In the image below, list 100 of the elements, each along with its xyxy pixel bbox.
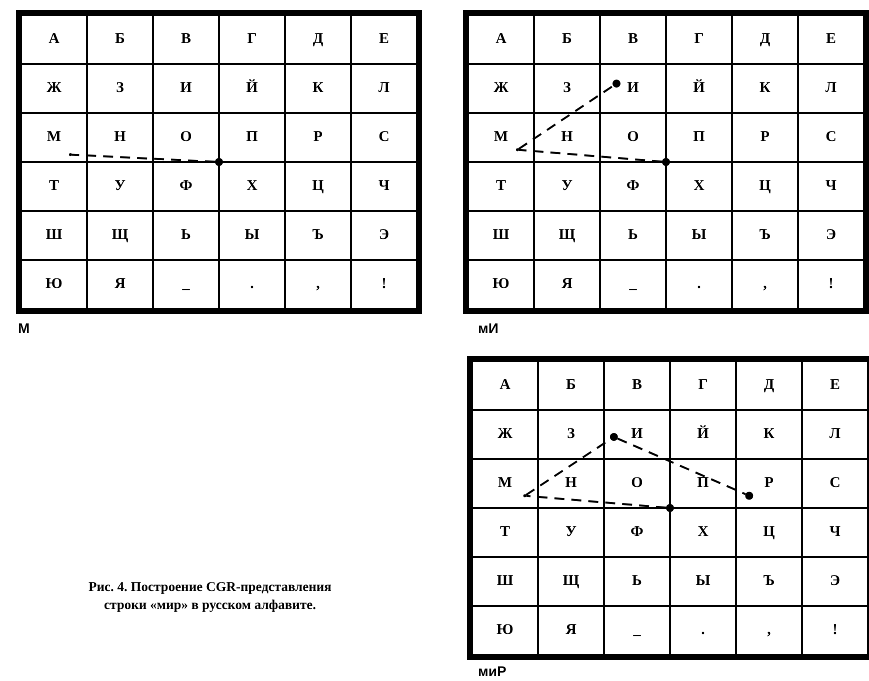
dashed-line bbox=[617, 438, 746, 496]
letter-cell: Т bbox=[472, 508, 538, 557]
letter-cell: Н bbox=[534, 113, 600, 162]
letter-cell: М bbox=[21, 113, 87, 162]
path-point bbox=[666, 504, 674, 512]
letter-cell: А bbox=[472, 361, 538, 410]
letter-cell: Ь bbox=[153, 211, 219, 260]
letter-cell: П bbox=[219, 113, 285, 162]
letter-cell: ! bbox=[351, 260, 417, 309]
letter-cell: Н bbox=[538, 459, 604, 508]
letter-cell: _ bbox=[153, 260, 219, 309]
letter-cell: У bbox=[87, 162, 153, 211]
letter-cell: Х bbox=[670, 508, 736, 557]
letter-cell: Ю bbox=[468, 260, 534, 309]
dashed-line bbox=[518, 148, 662, 163]
path-point bbox=[662, 158, 670, 166]
letter-cell: Д bbox=[285, 15, 351, 64]
letter-cell: У bbox=[538, 508, 604, 557]
letter-cell: . bbox=[670, 606, 736, 655]
letter-cell: К bbox=[732, 64, 798, 113]
letter-cell: Е bbox=[798, 15, 864, 64]
letter-cell: К bbox=[736, 410, 802, 459]
dashed-line bbox=[526, 494, 666, 509]
letter-cell: Р bbox=[732, 113, 798, 162]
figure-caption: Рис. 4. Построение CGR-представления строки «мир» в русском алфавите. bbox=[88, 578, 332, 614]
sequence-label: мИ bbox=[478, 320, 498, 336]
letter-cell: С bbox=[798, 113, 864, 162]
letter-cell: Х bbox=[666, 162, 732, 211]
letter-cell: Ъ bbox=[732, 211, 798, 260]
letter-cell: П bbox=[666, 113, 732, 162]
letter-cell: Ш bbox=[468, 211, 534, 260]
sequence-label: М bbox=[18, 320, 30, 336]
letter-cell: . bbox=[219, 260, 285, 309]
letter-cell: _ bbox=[604, 606, 670, 655]
letter-cell: Ф bbox=[600, 162, 666, 211]
letter-cell: Ж bbox=[472, 410, 538, 459]
letter-cell: О bbox=[600, 113, 666, 162]
letter-cell: Ц bbox=[285, 162, 351, 211]
letter-cell: Й bbox=[666, 64, 732, 113]
letter-cell: Э bbox=[351, 211, 417, 260]
letter-cell: Ю bbox=[472, 606, 538, 655]
letter-cell: Г bbox=[670, 361, 736, 410]
letter-cell: , bbox=[736, 606, 802, 655]
letter-cell: Ж bbox=[468, 64, 534, 113]
letter-cell: Ч bbox=[802, 508, 868, 557]
letter-cell: Т bbox=[21, 162, 87, 211]
letter-cell: Щ bbox=[538, 557, 604, 606]
path-point bbox=[610, 432, 618, 441]
letter-cell: Э bbox=[802, 557, 868, 606]
letter-cell: Й bbox=[670, 410, 736, 459]
letter-cell: И bbox=[153, 64, 219, 113]
path-point bbox=[523, 494, 526, 498]
letter-cell: Г bbox=[219, 15, 285, 64]
letter-cell: , bbox=[285, 260, 351, 309]
letter-cell: С bbox=[802, 459, 868, 508]
letter-cell: ! bbox=[802, 606, 868, 655]
letter-cell: А bbox=[21, 15, 87, 64]
letter-cell: Ь bbox=[600, 211, 666, 260]
letter-cell: Б bbox=[538, 361, 604, 410]
letter-cell: М bbox=[468, 113, 534, 162]
letter-cell: В bbox=[600, 15, 666, 64]
letter-cell: И bbox=[604, 410, 670, 459]
letter-cell: Ь bbox=[604, 557, 670, 606]
letter-cell: З bbox=[534, 64, 600, 113]
letter-cell: О bbox=[604, 459, 670, 508]
letter-cell: Я bbox=[87, 260, 153, 309]
letter-cell: Е bbox=[802, 361, 868, 410]
letter-cell: З bbox=[87, 64, 153, 113]
letter-cell: Ф bbox=[153, 162, 219, 211]
path-point bbox=[612, 80, 620, 88]
letter-cell: Ж bbox=[21, 64, 87, 113]
letter-cell: Ю bbox=[21, 260, 87, 309]
letter-cell: . bbox=[666, 260, 732, 309]
letter-cell: Д bbox=[736, 361, 802, 410]
letter-cell: Е bbox=[351, 15, 417, 64]
letter-cell: Й bbox=[219, 64, 285, 113]
letter-cell: Щ bbox=[534, 211, 600, 260]
letter-cell: Н bbox=[87, 113, 153, 162]
letter-cell: Д bbox=[732, 15, 798, 64]
path-point bbox=[69, 153, 72, 156]
letter-cell: Э bbox=[798, 211, 864, 260]
letter-cell: Р bbox=[736, 459, 802, 508]
letter-cell: З bbox=[538, 410, 604, 459]
letter-cell: Л bbox=[351, 64, 417, 113]
letter-cell: _ bbox=[600, 260, 666, 309]
letter-cell: Г bbox=[666, 15, 732, 64]
dashed-line bbox=[518, 84, 614, 150]
letter-cell: Ф bbox=[604, 508, 670, 557]
path-point bbox=[215, 158, 223, 166]
letter-cell: П bbox=[670, 459, 736, 508]
letter-cell: Щ bbox=[87, 211, 153, 260]
letter-cell: Х bbox=[219, 162, 285, 211]
letter-cell: М bbox=[472, 459, 538, 508]
letter-cell: В bbox=[153, 15, 219, 64]
letter-cell: К bbox=[285, 64, 351, 113]
letter-cell: О bbox=[153, 113, 219, 162]
letter-cell: Ы bbox=[219, 211, 285, 260]
letter-cell: Ш bbox=[21, 211, 87, 260]
letter-cell: А bbox=[468, 15, 534, 64]
letter-cell: Ш bbox=[472, 557, 538, 606]
